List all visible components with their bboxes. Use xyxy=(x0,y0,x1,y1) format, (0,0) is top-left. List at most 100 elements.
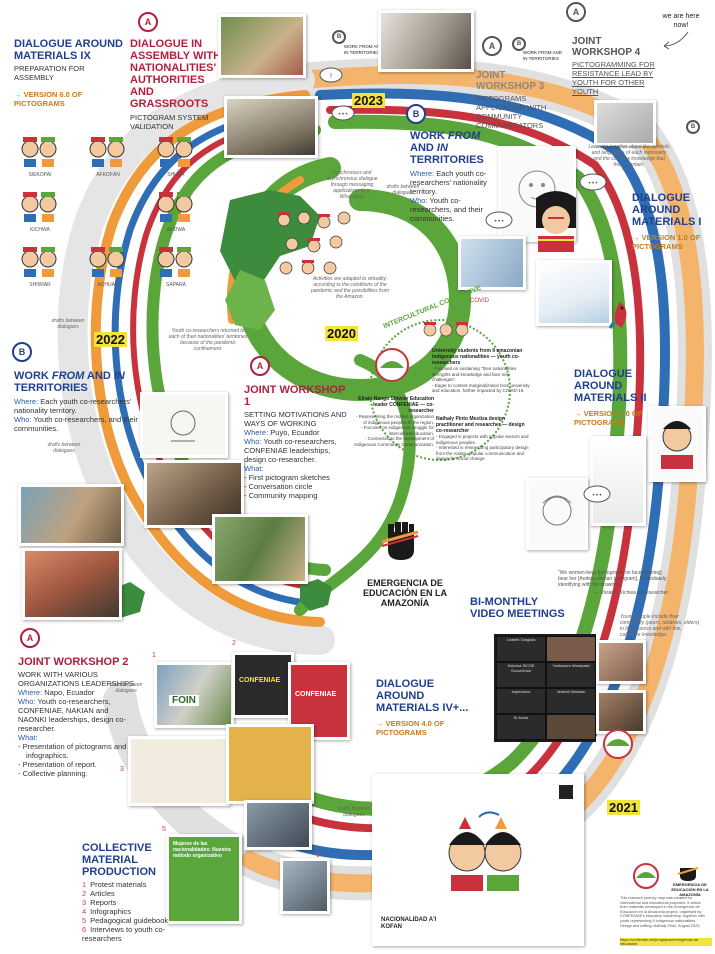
pictogram-pair xyxy=(20,245,60,284)
joint3-block: JOINT WORKSHOP 3 PICTOGRAMS APPLICATION … xyxy=(476,70,566,130)
pictogram-woman xyxy=(528,190,584,259)
joint2-what: What: xyxy=(18,733,38,742)
work-b-top-where: Where: Each youth co-researchers' nation… xyxy=(410,169,487,196)
badge-a: A xyxy=(482,36,502,56)
drafts-note: drafts between dialogues xyxy=(51,318,85,330)
joint4-subtitle: PICTOGRAMMING FOR RESISTANCE LEAD BY YOU… xyxy=(572,60,655,96)
joint3-title: JOINT WORKSHOP 3 xyxy=(476,70,545,92)
dialogue-ix-title: DIALOGUE AROUND MATERIALS IX xyxy=(14,38,123,62)
video-grid: Lisbeth Tanguila Sabrina SICSE Sucumbíos… xyxy=(494,634,596,742)
nathaly-block: Nathaly Pinto Mestiza design practitione… xyxy=(436,416,532,462)
quote-author: — Viviana, Kichwa co-researcher xyxy=(594,590,668,596)
group-photo xyxy=(22,548,122,620)
svg-text:•••: ••• xyxy=(588,180,599,187)
quote-block: "We women-bear [pictograms on face paint… xyxy=(558,570,668,596)
pictogram-pair xyxy=(156,190,196,229)
joint1-where: Where: Puyo, Ecuador xyxy=(244,428,320,437)
badge-a: A xyxy=(250,356,270,376)
speech-bubble-icon: ••• xyxy=(583,485,611,503)
speech-bubble-icon: ••• xyxy=(579,173,607,191)
work-b-left-block: WORK FROM AND IN TERRITORIES Where: Each… xyxy=(14,370,144,433)
badge-b-small: B xyxy=(686,120,700,134)
pictogram-label: ANDWA xyxy=(166,227,186,233)
footer-credits: This research journey map was created fo… xyxy=(620,896,705,928)
nathaly-title: Nathaly Pinto Mestiza design practitione… xyxy=(436,416,525,434)
footer-logo-label: EMERGENCIA DE EDUCACIÓN EN LA AMAZONÍA xyxy=(671,882,709,897)
pictogram-label: SÁPARA xyxy=(166,282,186,288)
video-tile xyxy=(546,714,596,740)
pictogram-label: ACHUAR xyxy=(97,282,119,288)
dialogue-ix-version: → VERSION 6.0 OF PICTOGRAMS xyxy=(14,90,83,108)
pictogram-label: SHUAR xyxy=(167,172,185,178)
joint2-where: Where: Napo, Ecuador xyxy=(18,688,95,697)
virtual-note: Activities are adapted to virtuality, ac… xyxy=(310,276,390,300)
joint1-item: First pictogram sketches xyxy=(249,473,352,482)
ecuador-map-small xyxy=(225,270,275,330)
video-tile: Yanksuam Wampash xyxy=(546,662,596,688)
badge-b-small: B xyxy=(512,37,526,51)
classroom-photo xyxy=(18,484,124,546)
work-b-left-where: Where: Each youth co-researchers' nation… xyxy=(14,397,132,415)
joint1-block: JOINT WORKSHOP 1 SETTING MOTIVATIONS AND… xyxy=(244,384,352,500)
joint2-item: Collective planning. xyxy=(23,769,136,778)
dialogue-i-title: DIALOGUE AROUND MATERIALS I xyxy=(632,192,702,228)
efrain-p3: - Connected to the development of Indige… xyxy=(354,436,434,447)
drawing-photo xyxy=(536,260,612,326)
sketch-drawing-photo xyxy=(140,392,228,458)
we-are-here-label: we are here now! xyxy=(662,13,700,29)
work-b-top-block: WORK FROM AND IN TERRITORIES Where: Each… xyxy=(410,130,495,223)
year-2023: 2023 xyxy=(352,93,385,108)
pictogram-label: AFKOFÁN xyxy=(96,172,120,178)
num-label: 6 xyxy=(316,852,320,859)
interview-photo xyxy=(244,800,312,850)
video-title: BI-MONTHLY VIDEO MEETINGS xyxy=(470,596,565,620)
kofan-title: NACIONALIDAD A'I KOFAN xyxy=(381,917,437,930)
pictogram-pair xyxy=(156,135,196,174)
article-cover: CONFENIAE xyxy=(232,652,294,718)
drafts-note: drafts between dialogues xyxy=(47,442,81,454)
nathaly-p1: - Engaged in projects with popular secto… xyxy=(436,434,529,445)
nathaly-p2: - Interested in researching participator… xyxy=(436,445,529,461)
collective-logo-icon xyxy=(603,729,633,759)
pictogram-label: SIEKOPAI xyxy=(28,172,52,178)
year-2021: 2021 xyxy=(607,800,640,815)
mapping-photo xyxy=(212,514,308,584)
young-note: Young people include their community (pe… xyxy=(620,614,700,638)
ecuador-map-center xyxy=(300,579,332,611)
fist-logo-icon xyxy=(381,522,419,560)
assembly-subtitle: PICTOGRAM SYSTEM VALIDATION xyxy=(130,113,209,131)
assembly-photo xyxy=(218,14,306,78)
confeniae-label: CONFENIAE xyxy=(239,677,281,684)
spiral-left-gray xyxy=(57,65,335,655)
video-tile: Jeanett Washan xyxy=(546,688,596,714)
dialogue-ix-block: DIALOGUE AROUND MATERIALS IX PREPARATION… xyxy=(14,38,124,108)
emergencia-title: EMERGENCIA DE EDUCACIÓN EN LA AMAZONÍA xyxy=(362,578,447,608)
video-tile: Sr-kwira xyxy=(496,714,546,740)
badge-b: B xyxy=(12,342,32,362)
efrain-title: Efraín Nango Shiwiar Education leader CO… xyxy=(358,396,434,414)
phone-photo xyxy=(458,236,526,290)
badge-b: B xyxy=(406,104,426,124)
pictogram-label: SHIWIAR xyxy=(29,282,51,288)
badge-a: A xyxy=(20,628,40,648)
guidebook-cover: Mujeres de las nacionalidades: Nuestra m… xyxy=(166,834,242,924)
collective-prod-title: COLLECTIVE MATERIAL PRODUCTION xyxy=(82,842,156,878)
avatars-icon xyxy=(423,322,469,337)
joint4-block: JOINT WORKSHOP 4 PICTOGRAMMING FOR RESIS… xyxy=(572,36,662,96)
joint4-photo xyxy=(594,100,656,146)
footer-link[interactable]: https://confeniae.net/programa/emergenci… xyxy=(620,938,712,946)
pictogram-pair xyxy=(88,245,128,284)
dialogue-ii-version: → VERSION 2.0 OF PICTOGRAMS xyxy=(574,409,643,427)
joint1-item: Community mapping xyxy=(249,491,352,500)
badge-a: A xyxy=(566,2,586,22)
pictogram-grid: SIEKOPAI AFKOFÁN SHUAR KICHWA ANDWA SHIW… xyxy=(10,130,210,310)
pictogram-pair xyxy=(156,245,196,284)
dialogue-iv-block: DIALOGUE AROUND MATERIALS IV+... → VERSI… xyxy=(376,678,476,737)
collective-logo-icon xyxy=(633,863,659,889)
joint2-title: JOINT WORKSHOP 2 xyxy=(18,656,129,668)
inner-tail-green xyxy=(294,354,416,616)
dialogue-ii-block: DIALOGUE AROUND MATERIALS II → VERSION 2… xyxy=(574,368,654,427)
